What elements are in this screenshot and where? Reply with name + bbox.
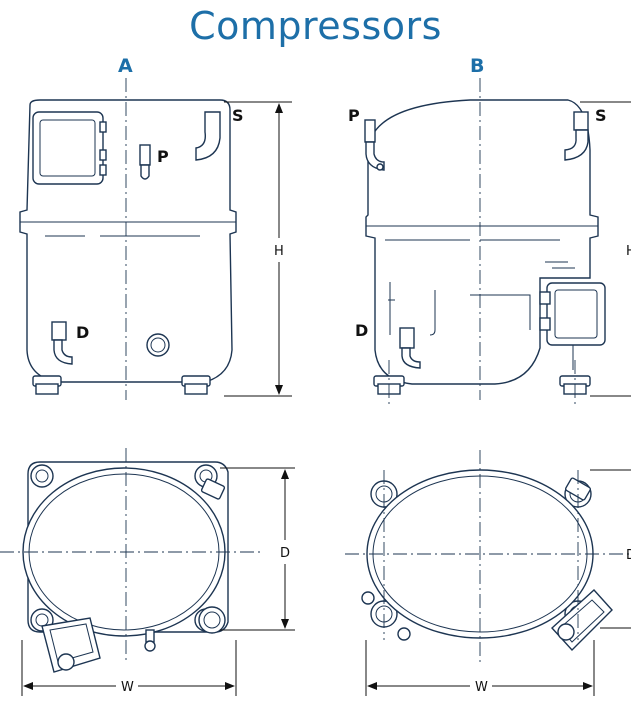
- view-a-discharge-label: D: [76, 323, 89, 342]
- view-a-width-dimension: W: [21, 640, 237, 696]
- view-b-height-label: H: [626, 244, 631, 259]
- view-a-top-terminal-box: [41, 617, 101, 673]
- view-a-discharge-tube: [51, 321, 73, 365]
- view-b-terminal-box: [539, 282, 606, 370]
- view-b-suction-label: S: [595, 106, 607, 125]
- view-b-label: B: [470, 55, 484, 77]
- view-a-process-tube: [139, 144, 151, 180]
- view-b-suction-tube: [564, 111, 589, 161]
- view-b-depth-dimension: D: [590, 469, 631, 629]
- view-b-process-label: P: [348, 106, 360, 125]
- view-a-bottom-fitting: [146, 333, 170, 357]
- view-b-front: B P S D: [348, 55, 631, 408]
- view-b-discharge-tube: [399, 327, 421, 369]
- view-a-depth-label: D: [280, 546, 290, 561]
- view-a-height-label: H: [274, 244, 284, 259]
- view-b-discharge-label: D: [355, 321, 368, 340]
- view-a-process-label: P: [157, 147, 169, 166]
- view-b-top: D W: [345, 450, 631, 696]
- view-a-width-label: W: [121, 680, 134, 695]
- view-b-process-tube: [364, 119, 385, 171]
- view-a-terminal-box: [32, 111, 107, 185]
- view-a-front: A S P D: [19, 55, 292, 400]
- page-title: Compressors: [189, 4, 442, 48]
- view-b-feet: [373, 360, 591, 408]
- view-a-label: A: [118, 55, 133, 77]
- view-a-top: D W: [0, 448, 295, 696]
- view-b-height-dimension: H: [580, 101, 631, 397]
- view-b-shell: [365, 99, 599, 385]
- view-a-height-dimension: H: [224, 101, 292, 397]
- view-a-feet: [32, 375, 211, 395]
- view-b-width-label: W: [475, 680, 488, 695]
- view-b-top-terminal-box: [551, 589, 613, 652]
- view-a-suction-label: S: [232, 106, 244, 125]
- view-a-depth-dimension: D: [220, 467, 295, 631]
- view-b-depth-label: D: [626, 548, 631, 563]
- view-a-suction-tube: [195, 111, 221, 161]
- view-b-width-dimension: W: [365, 640, 595, 696]
